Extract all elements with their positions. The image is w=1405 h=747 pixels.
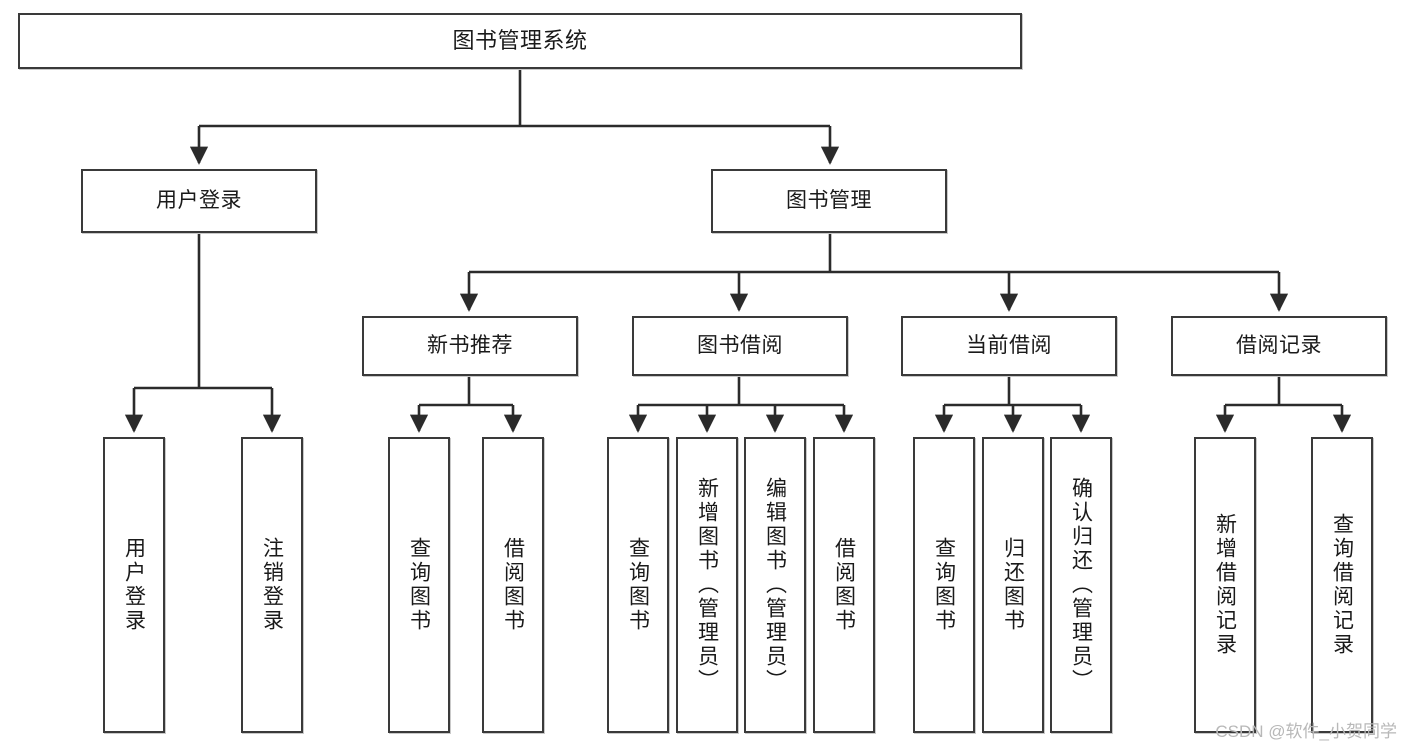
node-add-borrow-record[interactable]: 新增借阅记录 (1194, 437, 1256, 733)
node-user-login[interactable]: 用户登录 (81, 169, 317, 233)
node-query-borrow-record[interactable]: 查询借阅记录 (1311, 437, 1373, 733)
node-query-book-borrow[interactable]: 查询图书 (607, 437, 669, 733)
node-borrow-book[interactable]: 借阅图书 (813, 437, 875, 733)
node-borrow-record[interactable]: 借阅记录 (1171, 316, 1387, 376)
node-new-book-recommend[interactable]: 新书推荐 (362, 316, 578, 376)
node-confirm-return-admin-label: 确认归还（管理员） (1069, 477, 1093, 693)
node-current-borrow-label: 当前借阅 (966, 333, 1052, 357)
node-book-management-label: 图书管理 (786, 188, 872, 212)
node-query-book-borrow-label: 查询图书 (626, 537, 650, 633)
node-add-borrow-record-label: 新增借阅记录 (1213, 513, 1237, 657)
node-root-label: 图书管理系统 (452, 28, 588, 54)
node-logout-leaf[interactable]: 注销登录 (241, 437, 303, 733)
node-add-book-admin[interactable]: 新增图书（管理员） (676, 437, 738, 733)
node-user-login-label: 用户登录 (156, 188, 242, 212)
node-user-login-leaf[interactable]: 用户登录 (103, 437, 165, 733)
node-book-borrow-label: 图书借阅 (697, 333, 783, 357)
node-edit-book-admin[interactable]: 编辑图书（管理员） (744, 437, 806, 733)
node-add-book-admin-label: 新增图书（管理员） (695, 477, 719, 693)
node-logout-leaf-label: 注销登录 (260, 537, 284, 633)
node-confirm-return-admin[interactable]: 确认归还（管理员） (1050, 437, 1112, 733)
node-user-login-leaf-label: 用户登录 (122, 537, 146, 633)
node-borrow-book-rec-label: 借阅图书 (501, 537, 525, 633)
node-return-book[interactable]: 归还图书 (982, 437, 1044, 733)
node-root[interactable]: 图书管理系统 (18, 13, 1022, 69)
node-query-book-current-label: 查询图书 (932, 537, 956, 633)
node-borrow-book-label: 借阅图书 (832, 537, 856, 633)
node-return-book-label: 归还图书 (1001, 537, 1025, 633)
watermark: CSDN @软件_小贺同学 (1215, 722, 1397, 741)
node-query-borrow-record-label: 查询借阅记录 (1330, 513, 1354, 657)
node-current-borrow[interactable]: 当前借阅 (901, 316, 1117, 376)
node-borrow-book-rec[interactable]: 借阅图书 (482, 437, 544, 733)
node-query-book-rec-label: 查询图书 (407, 537, 431, 633)
node-book-borrow[interactable]: 图书借阅 (632, 316, 848, 376)
node-edit-book-admin-label: 编辑图书（管理员） (763, 477, 787, 693)
node-query-book-rec[interactable]: 查询图书 (388, 437, 450, 733)
node-book-management[interactable]: 图书管理 (711, 169, 947, 233)
node-borrow-record-label: 借阅记录 (1236, 333, 1322, 357)
node-new-book-recommend-label: 新书推荐 (427, 333, 513, 357)
node-query-book-current[interactable]: 查询图书 (913, 437, 975, 733)
